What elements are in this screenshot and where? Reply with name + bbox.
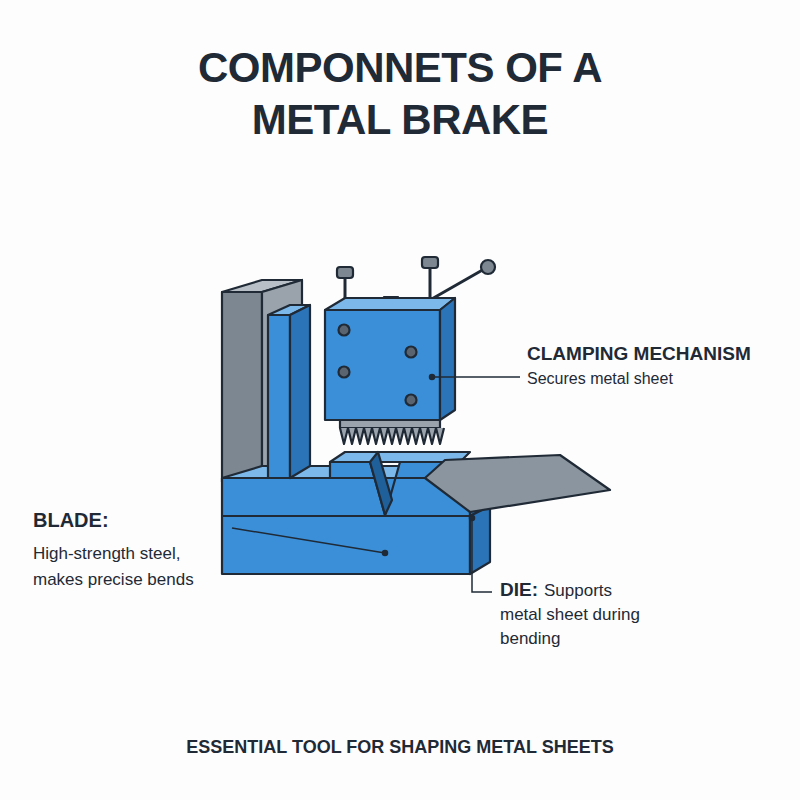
base-lower-side <box>470 506 490 574</box>
label-holder: CLAMPING MECHANISM <box>527 343 777 365</box>
leader-line <box>432 376 520 378</box>
caption-holder: ESSENTIAL TOOL FOR SHAPING METAL SHEETS <box>100 737 700 758</box>
blade-teeth <box>340 428 444 444</box>
part-name: CLAMPING MECHANISM <box>527 343 777 365</box>
leader-line <box>472 518 492 592</box>
clamp-side <box>440 298 455 420</box>
label-holder: Supports metal sheet during bending <box>500 579 650 651</box>
blade-holder <box>340 420 440 428</box>
part-name: BLADE: <box>33 508 223 532</box>
screw-knob <box>337 267 353 278</box>
label-holder: Secures metal sheet <box>527 369 777 389</box>
caption: ESSENTIAL TOOL FOR SHAPING METAL SHEETS <box>100 737 700 758</box>
handle-knob <box>481 260 495 274</box>
part-description: Supports metal sheet during bending <box>500 579 650 651</box>
die-groove <box>370 452 392 515</box>
pillar-front <box>222 292 262 482</box>
column-side <box>290 305 310 478</box>
screw-knob <box>422 257 438 268</box>
clamp-front <box>325 310 440 420</box>
label-holder: BLADE: <box>33 508 223 532</box>
column-front <box>268 315 290 478</box>
title-holder: COMPONNETS OF A METAL BRAKE <box>150 42 650 146</box>
title: COMPONNETS OF A METAL BRAKE <box>150 42 650 146</box>
label-holder: High-strength steel, makes precise bends <box>33 541 233 593</box>
clamp-top <box>325 298 455 310</box>
part-description: High-strength steel, makes precise bends <box>33 541 233 593</box>
leader-line <box>232 528 385 553</box>
base-lower <box>222 516 470 574</box>
metal-sheet <box>425 455 610 512</box>
part-description: Secures metal sheet <box>527 369 777 389</box>
